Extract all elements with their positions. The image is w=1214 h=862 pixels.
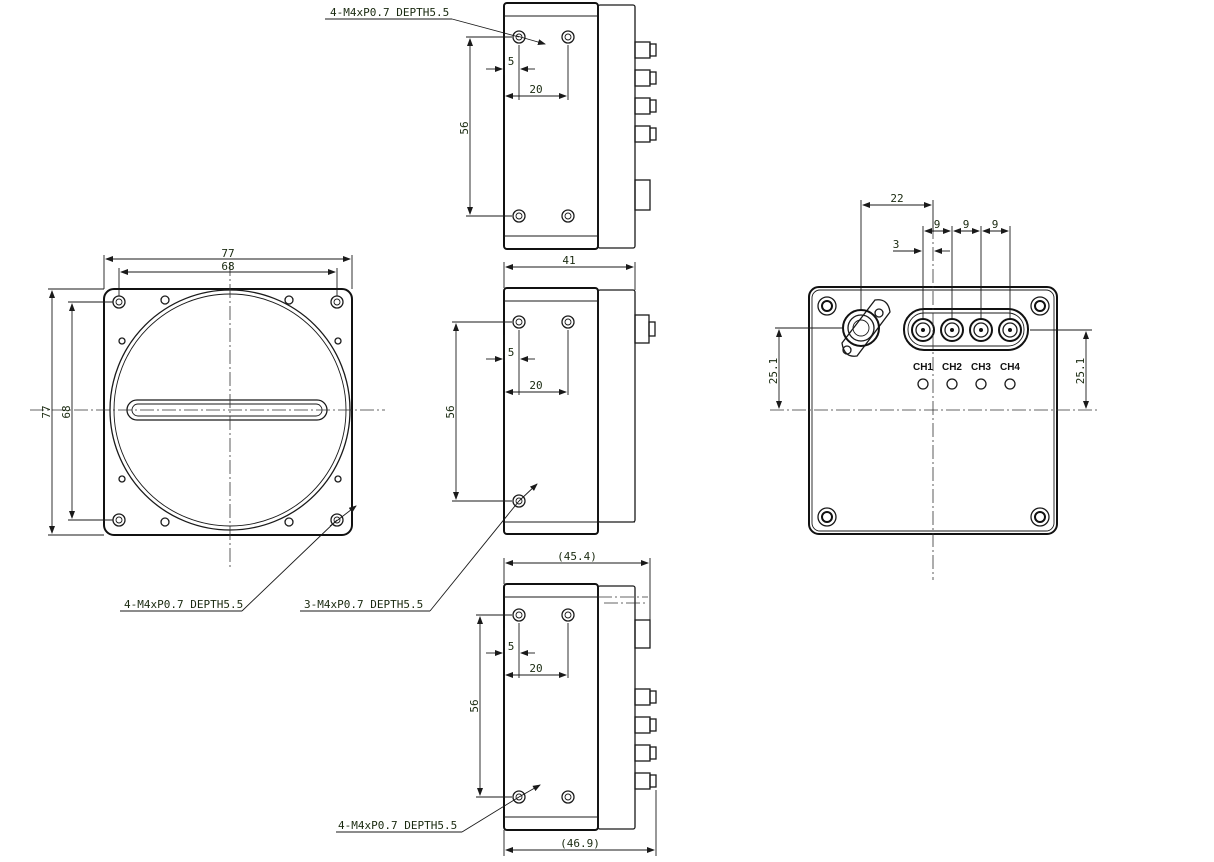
bottom-dim-depth-lower-label: (46.9) [560, 837, 600, 850]
front-view: 77 68 77 68 4-M4xP0.7 DEPTH5.5 [30, 247, 385, 612]
dim-width-outer-label: 77 [221, 247, 234, 260]
top-dim-height-label: 56 [458, 121, 471, 134]
top-view: 56 5 20 4-M4xP0.7 DEPTH5.5 [325, 2, 657, 250]
side-dim-height-label: 56 [444, 405, 457, 418]
top-dim-spacing-label: 20 [529, 83, 542, 96]
sensor-slot-inner [131, 403, 323, 417]
front-callout-leader [241, 519, 338, 612]
side-view: 41 56 5 20 3-M4xP0.7 DEPTH5.5 [300, 254, 656, 612]
channel-label-2: CH2 [942, 362, 962, 373]
side-dim-depth-label: 41 [562, 254, 575, 267]
dim-height-outer-label: 77 [40, 405, 53, 418]
top-connectors [634, 41, 657, 211]
channel-connectors [911, 318, 1022, 342]
side-callout-label: 3-M4xP0.7 DEPTH5.5 [304, 598, 423, 611]
channel-label-1: CH1 [913, 362, 933, 373]
dim-height-inner-label: 68 [60, 405, 73, 418]
side-rear-cover [597, 289, 636, 523]
rear-corner-holes [817, 296, 1050, 527]
side-connector [634, 314, 650, 344]
channel-connector-panel [903, 308, 1029, 351]
power-connector [841, 299, 891, 357]
front-small-holes [118, 295, 342, 527]
rear-dim-pitch-2-label: 9 [963, 218, 970, 231]
rear-view: CH1 CH2 CH3 CH4 22 9 9 9 3 [767, 192, 1100, 580]
channel-label-4: CH4 [1000, 362, 1020, 373]
bottom-rear-cover [597, 585, 636, 830]
side-dim-spacing-label: 20 [529, 379, 542, 392]
top-rear-cover [597, 4, 636, 249]
rear-dim-power-offset-label: 22 [890, 192, 903, 205]
front-body-outline [103, 288, 353, 536]
bottom-holes [512, 608, 575, 804]
side-dim-offset-label: 5 [508, 346, 515, 359]
bottom-callout-label: 4-M4xP0.7 DEPTH5.5 [338, 819, 457, 832]
top-holes [512, 30, 575, 223]
dim-width-inner-label: 68 [221, 260, 234, 273]
rear-dim-height-right-label: 25.1 [1074, 358, 1087, 385]
rear-dim-height-left-label: 25.1 [767, 358, 780, 385]
side-holes [512, 315, 575, 508]
channel-label-3: CH3 [971, 362, 991, 373]
rear-dim-pitch-1-label: 9 [934, 218, 941, 231]
bottom-dim-depth-upper-label: (45.4) [557, 550, 597, 563]
bottom-dim-spacing-label: 20 [529, 662, 542, 675]
bottom-dim-offset-label: 5 [508, 640, 515, 653]
bottom-connectors [634, 619, 657, 790]
rear-dim-pitch-3-label: 9 [992, 218, 999, 231]
bottom-view: (45.4) (46.9) 56 5 20 4-M4xP0.7 DEPTH5.5 [336, 550, 657, 856]
front-callout-label: 4-M4xP0.7 DEPTH5.5 [124, 598, 243, 611]
top-dim-offset-label: 5 [508, 55, 515, 68]
bottom-dim-height-label: 56 [468, 699, 481, 712]
top-callout-label: 4-M4xP0.7 DEPTH5.5 [330, 6, 449, 19]
channel-leds [917, 378, 1016, 390]
rear-dim-ch-offset-label: 3 [893, 238, 900, 251]
